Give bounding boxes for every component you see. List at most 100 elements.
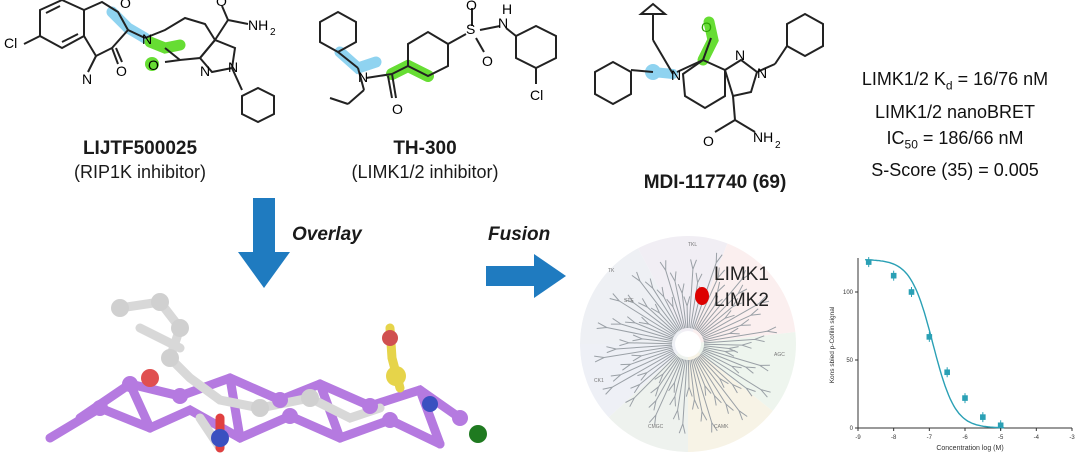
kinome-branch [669,359,685,407]
x-tick-label: -6 [962,435,968,441]
x-tick-label: -8 [891,435,897,441]
atom-o: O [703,133,714,149]
kinome-branch [698,355,729,388]
fit-curve [865,259,1005,429]
x-tick-label: -5 [998,435,1004,441]
data-point [865,259,872,265]
kinome-branch [697,356,748,421]
kinome-branch [685,359,693,397]
kinome-branch [683,296,691,329]
kinome-group-label: TK [608,268,615,274]
kinome-branch [696,357,734,414]
atom-h: H [502,1,512,17]
kinome-branch [701,295,770,337]
kinome-branch [669,271,686,329]
kinome-branch [650,303,678,333]
y-tick-label: 50 [846,358,853,364]
atom-o: O [466,0,477,13]
kinome-branch [650,356,680,397]
kinome-branch [694,267,726,330]
kinome-branch [703,345,739,353]
nanobret-line: LIMK1/2 nanoBRET [874,101,1036,122]
limk2-label: LIMK2 [714,290,769,311]
atom-n: N [228,59,238,75]
data-point [962,395,968,401]
kinome-branch [678,359,688,434]
kinome-branch [689,359,699,410]
data-point [890,272,897,279]
data-point [997,422,1004,429]
kinome-branch [620,348,674,371]
kinome-branch [698,284,748,334]
atom-n: N [142,31,152,47]
data-point [944,369,950,376]
data-point [926,334,933,340]
atom-sub-2: 2 [270,27,276,38]
atom-o: O [120,0,131,11]
kinome-branch [703,335,765,344]
kinome-branch [638,316,674,338]
kinome-branch [606,344,673,354]
right-arrow-icon [486,254,566,298]
limk1-label: LIMK1 [714,264,769,285]
compound-subtitle-th300: (LIMK1/2 inhibitor) [351,162,499,182]
y-tick-label: 0 [850,426,854,432]
kinome-branch [596,322,673,342]
limk-highlight-marker [695,287,709,305]
atom-cl: Cl [4,35,17,51]
kinome-branch [610,350,674,382]
kinome-branch [688,259,697,329]
kinome-branch [610,317,673,340]
kinome-branch [703,341,752,349]
atom-o: O [148,57,159,73]
ic50-line: IC50 = 186/66 nM [886,127,1024,152]
kinome-branch [631,271,679,332]
kinome-branch [631,347,673,362]
kinome-branch [690,359,708,422]
atom-n: N [735,47,745,63]
kinome-tree: LIMK1 LIMK2 TK TKL STE CK1 AGC CAMK CMGC [580,236,796,452]
kinome-branch [648,357,681,411]
fusion-label: Fusion [488,224,551,245]
kinome-branch [702,349,756,374]
atom-sub-2: 2 [775,140,781,151]
down-arrow-icon [238,198,290,288]
structure-lijtf500025: Cl O O N N O N N O NH 2 [4,0,276,124]
kinome-branch [654,355,679,384]
kinome-group-label: CMGC [648,424,664,430]
atom-o: O [701,19,712,35]
kinome-branch [703,327,740,341]
atom-n: N [671,67,681,83]
x-axis-label: Concentration log (M) [936,445,1003,452]
kinome-branch [696,295,723,332]
kinome-branch [668,358,684,393]
atom-nh2: NH [248,17,268,33]
kinome-branch [697,270,751,333]
kinome-branch [699,354,742,394]
kinome-branch [702,308,761,338]
kinome-branch [602,351,675,395]
kinome-branch [701,352,771,398]
kinome-branch [672,359,686,421]
kinome-branch [702,318,751,340]
kinome-branch [695,281,726,331]
kinome-branch [700,310,735,336]
kinome-group-label: TKL [688,242,697,248]
molecular-overlay-3d [45,293,487,453]
atom-n: N [358,69,368,85]
compound-name-lijtf500025: LIJTF500025 [82,138,198,159]
kinome-branch [644,278,680,331]
kinome-branch [694,357,722,406]
kinome-branch [632,334,673,343]
kinome-branch [693,358,712,396]
kinome-branch [677,283,687,329]
structure-mdi117740: O N N N O NH 2 [594,2,824,151]
kinome-branch [703,348,770,372]
atom-n: N [200,63,210,79]
structure-th300: N O S O O N H Cl [319,0,557,117]
kinome-branch [637,352,676,381]
kinome-branch [630,353,677,394]
x-tick-label: -3 [1069,435,1075,441]
kinome-branch [700,353,756,397]
